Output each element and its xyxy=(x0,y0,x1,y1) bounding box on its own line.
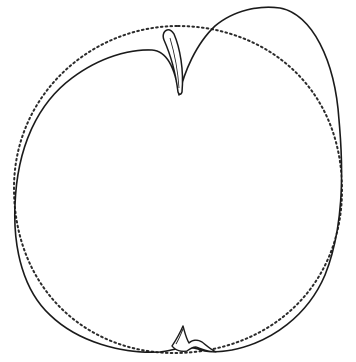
apple-stem xyxy=(163,30,182,95)
